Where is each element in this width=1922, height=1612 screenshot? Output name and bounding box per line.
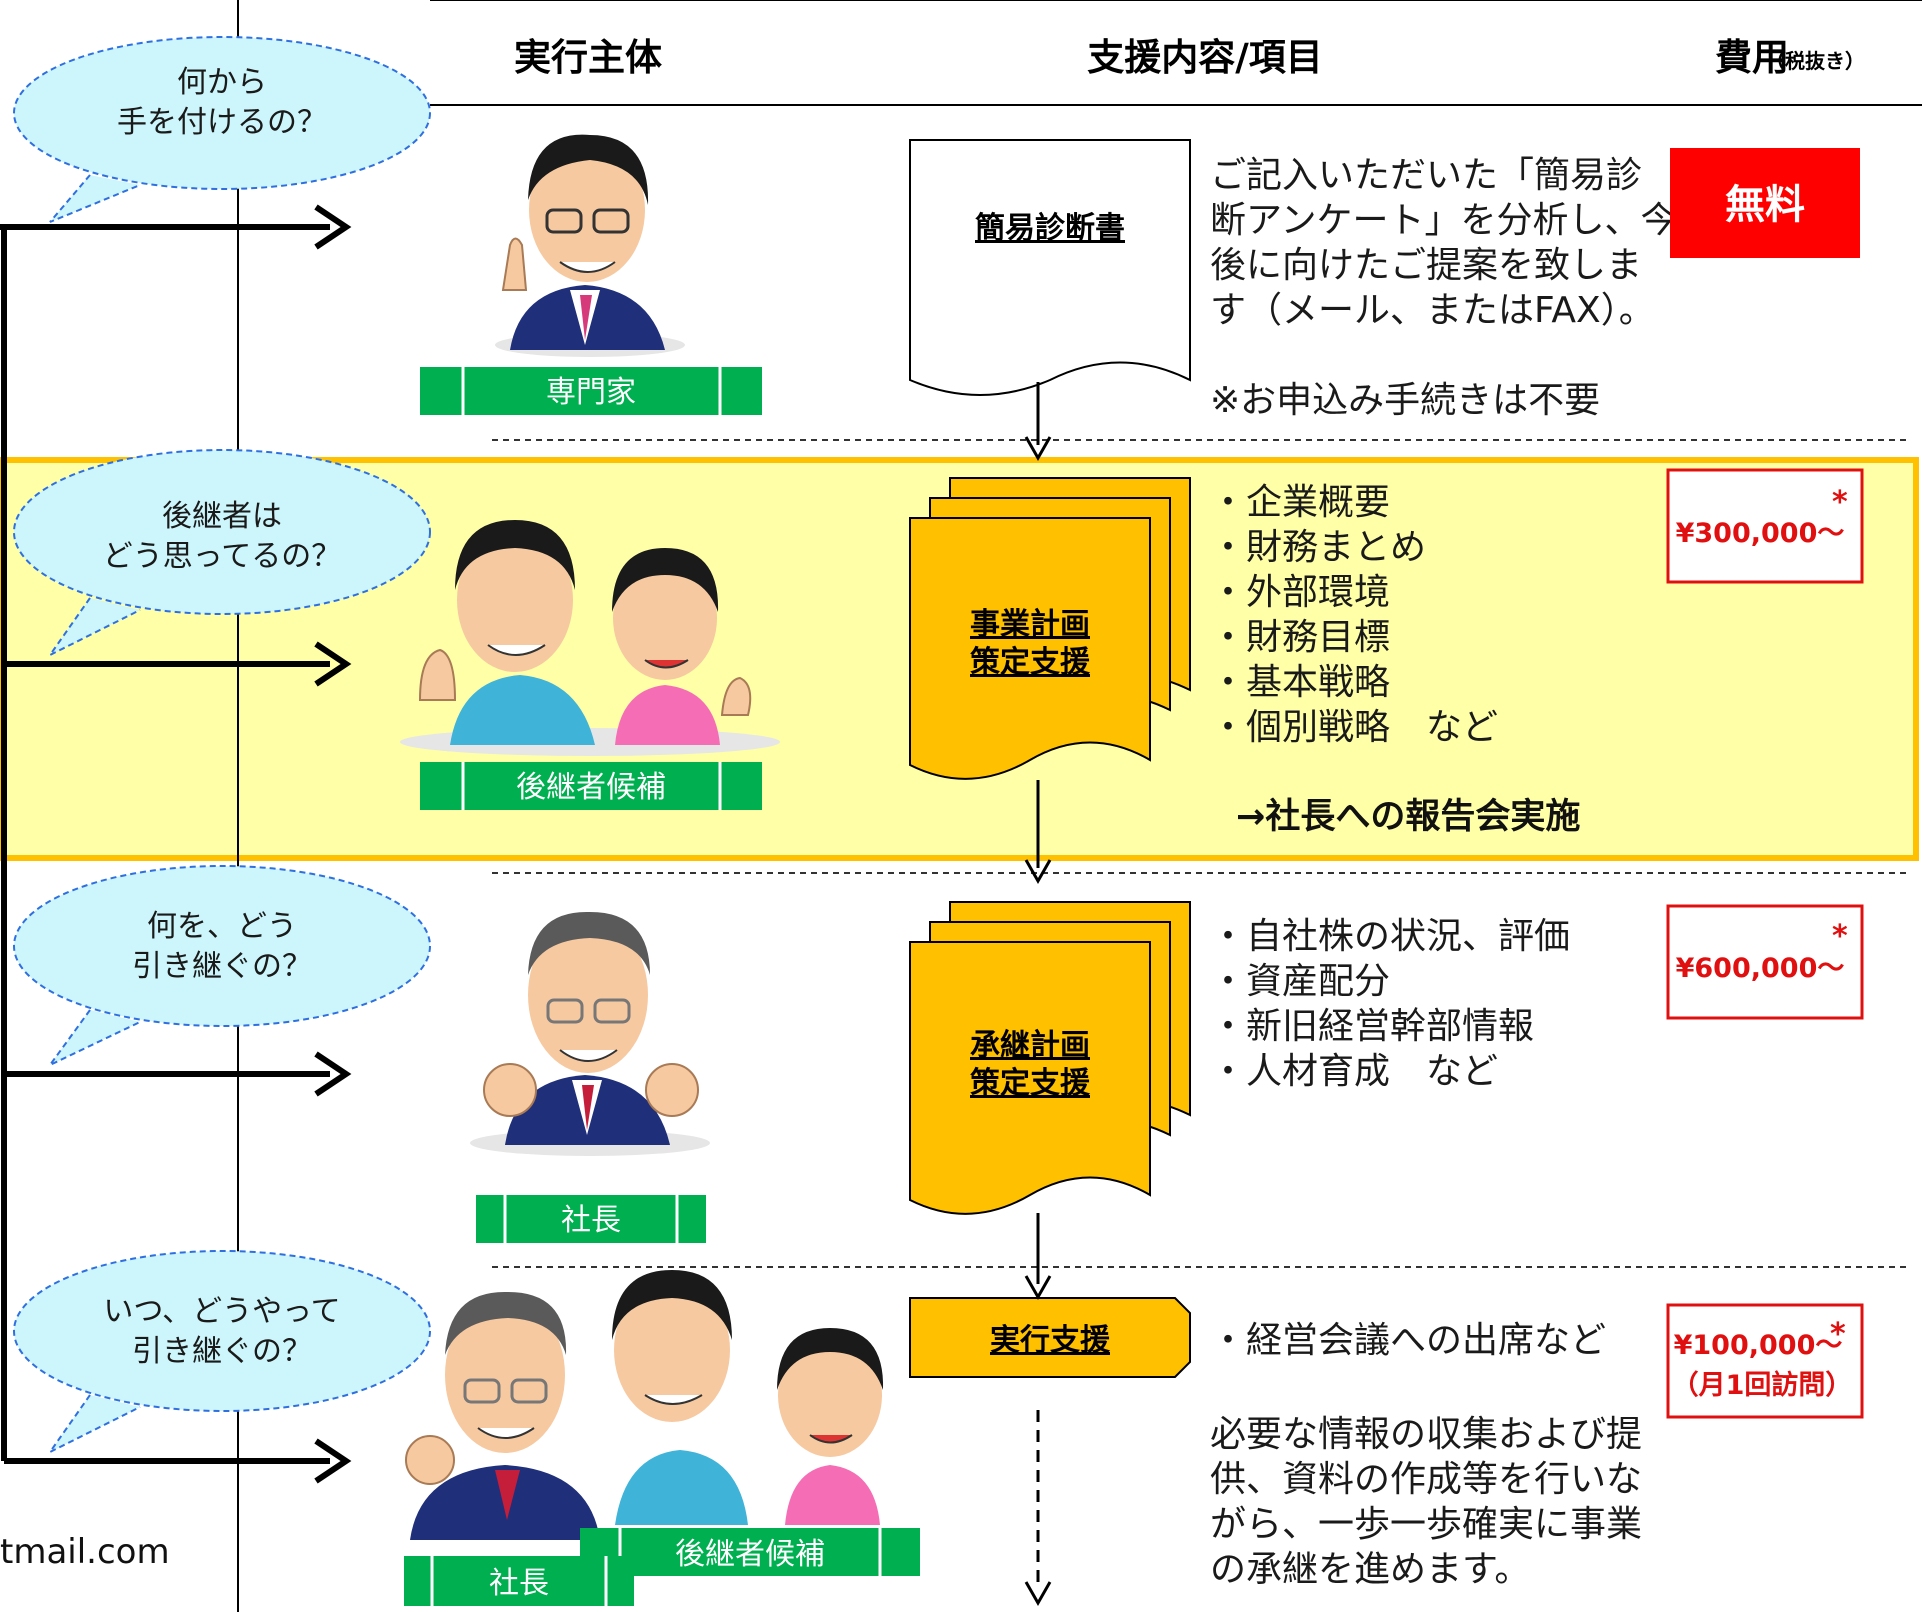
price-text: ¥300,000～: [1676, 518, 1845, 549]
description-step-2: ・企業概要 ・財務まとめ ・外部環境 ・財務目標 ・基本戦略 ・個別戦略 など …: [1210, 482, 1580, 837]
bubble-line: 手を付けるの？: [117, 105, 327, 140]
description-line: ・財務まとめ: [1210, 527, 1426, 568]
description-step-3: ・自社株の状況、評価 ・資産配分 ・新旧経営幹部情報 ・人材育成 など: [1210, 916, 1570, 1092]
description-line: ・個別戦略 など: [1210, 707, 1498, 748]
bubble-line: どう思ってるの？: [103, 539, 342, 574]
description-line: ・人材育成 など: [1210, 1051, 1498, 1092]
down-arrow: [1024, 382, 1052, 462]
actor-label-text: 専門家: [546, 375, 636, 410]
bubble-line: 引き継ぐの？: [132, 949, 312, 984]
description-line: ・資産配分: [1210, 961, 1390, 1002]
flow-arrow: [4, 1438, 352, 1484]
execution-shape: 実行支援: [909, 1297, 1191, 1378]
flow-arrow: [4, 204, 352, 250]
group-illustration: [405, 1270, 884, 1540]
document-label: 策定支援: [970, 645, 1091, 680]
bubble-line: 何を、どう: [147, 909, 297, 944]
speech-bubble: いつ、どうやって 引き継ぐの？: [13, 1250, 431, 1453]
bubble-line: 何から: [177, 65, 267, 100]
price-box: ¥600,000～ *: [1666, 904, 1864, 1020]
price-note: （月1回訪問）: [1672, 1369, 1853, 1401]
email-text: tmail.com: [0, 1532, 170, 1572]
stacked-document-shape: 承継計画 策定支援: [909, 901, 1191, 1215]
down-arrow-dashed: [1024, 1410, 1052, 1607]
down-arrow: [1024, 1213, 1052, 1301]
description-line: 必要な情報の収集および提: [1210, 1414, 1642, 1455]
bubble-line: 引き継ぐの？: [132, 1334, 312, 1369]
actor-label-text: 後継者候補: [675, 1537, 825, 1572]
description-line: ・自社株の状況、評価: [1210, 916, 1570, 957]
actor-label-text: 後継者候補: [516, 770, 666, 805]
description-line: の承継を進めます。: [1210, 1549, 1530, 1590]
description-line: がら、一歩一歩確実に事業: [1210, 1504, 1642, 1545]
price-text: ¥100,000～: [1674, 1330, 1843, 1361]
price-box: ¥300,000～ *: [1666, 468, 1864, 584]
price-text: ¥600,000～: [1676, 953, 1845, 984]
stacked-document-shape: 事業計画 策定支援: [909, 477, 1191, 780]
description-line: ※お申込み手続きは不要: [1210, 380, 1600, 421]
header-cost-note: （税抜き）: [1765, 49, 1865, 73]
speech-bubble: 何から 手を付けるの？: [13, 36, 431, 223]
description-line: ご記入いただいた「簡易診: [1210, 155, 1642, 196]
report-note: →社長への報告会実施: [1236, 797, 1580, 837]
expert-illustration: [495, 134, 685, 357]
description-line: ・新旧経営幹部情報: [1210, 1006, 1534, 1047]
price-free-text: 無料: [1725, 182, 1805, 228]
document-label: 承継計画: [970, 1028, 1090, 1063]
price-asterisk: *: [1830, 1317, 1846, 1352]
document-label: 策定支援: [970, 1066, 1091, 1101]
description-step-1: ご記入いただいた「簡易診 断アンケート」を分析し、今 後に向けたご提案を致しま …: [1210, 155, 1677, 421]
document-shape: 簡易診断書: [909, 139, 1191, 396]
header-content: 支援内容/項目: [1087, 36, 1323, 79]
price-box: ¥100,000～ * （月1回訪問）: [1666, 1303, 1864, 1419]
description-line: 供、資料の作成等を行いな: [1210, 1459, 1642, 1500]
header-actor: 実行主体: [514, 36, 662, 79]
description-line: ・企業概要: [1210, 482, 1390, 523]
document-label: 実行支援: [990, 1323, 1111, 1358]
bubble-line: 後継者は: [162, 499, 282, 534]
actor-label: 社長: [476, 1195, 706, 1243]
description-step-4: ・経営会議への出席など 必要な情報の収集および提 供、資料の作成等を行いな がら…: [1210, 1320, 1642, 1590]
description-line: ・財務目標: [1210, 617, 1390, 658]
actor-label: 社長: [404, 1556, 634, 1606]
actor-label: 専門家: [420, 367, 762, 415]
actor-label: 後継者候補: [420, 762, 762, 810]
actor-label-text: 社長: [489, 1566, 549, 1601]
description-line: 後に向けたご提案を致しま: [1210, 245, 1642, 286]
price-free-box: 無料: [1670, 148, 1860, 258]
actor-label-text: 社長: [561, 1203, 621, 1238]
down-arrow: [1024, 780, 1052, 885]
actor-label: 後継者候補: [580, 1528, 920, 1576]
successor-illustration: [400, 520, 780, 756]
description-line: 断アンケート」を分析し、今: [1210, 200, 1677, 241]
price-asterisk: *: [1832, 919, 1848, 954]
speech-bubble: 何を、どう 引き継ぐの？: [13, 865, 431, 1066]
flow-arrow: [4, 1051, 352, 1097]
description-line: ・経営会議への出席など: [1210, 1320, 1606, 1361]
president-illustration: [470, 911, 710, 1156]
price-asterisk: *: [1832, 485, 1848, 520]
speech-bubble: 後継者は どう思ってるの？: [13, 449, 431, 656]
document-label: 簡易診断書: [975, 211, 1125, 246]
description-line: ・外部環境: [1210, 572, 1390, 613]
flow-arrow: [4, 641, 352, 687]
bubble-line: いつ、どうやって: [103, 1294, 340, 1329]
header-cost: 費用: [1715, 36, 1789, 79]
document-label: 事業計画: [970, 607, 1090, 642]
description-line: ・基本戦略: [1210, 662, 1390, 703]
description-line: す（メール、またはFAX）。: [1210, 290, 1655, 331]
